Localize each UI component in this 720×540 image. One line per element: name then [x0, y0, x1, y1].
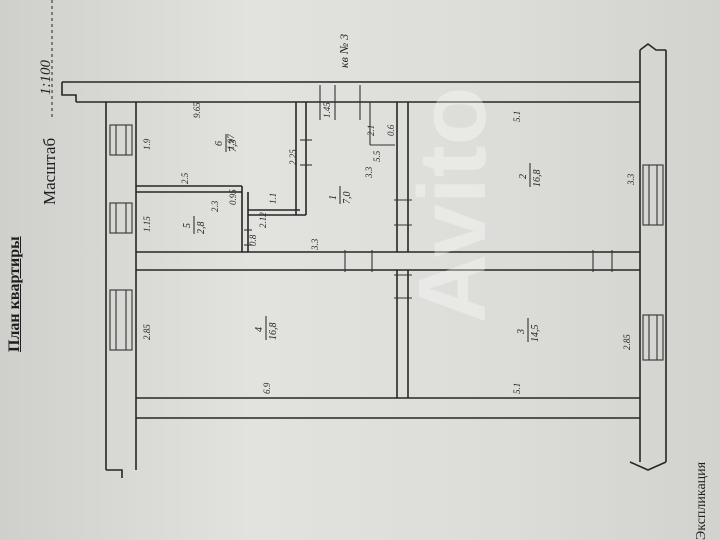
room-1-label: 1 7,0 — [328, 186, 353, 204]
dim-label: 2.85 — [142, 324, 152, 340]
dim-label: 2.5 — [180, 172, 190, 184]
room-6-label: 6 7,3 — [214, 134, 239, 152]
dim-label: 5.1 — [512, 383, 522, 394]
room-number: 6 — [214, 141, 225, 146]
room-area: 14,5 — [530, 325, 541, 343]
door-openings — [244, 85, 613, 299]
room-5-label: 5 2,8 — [182, 216, 207, 234]
room-number: 3 — [516, 329, 527, 335]
dim-label: 6.9 — [262, 382, 272, 394]
dim-label: 2.1 — [366, 125, 376, 136]
room-number: 1 — [328, 195, 339, 200]
dim-label: 2.85 — [622, 334, 632, 350]
room-3-label: 3 14,5 — [516, 318, 541, 342]
room-area: 16,8 — [268, 323, 279, 341]
apartment-label: кв № 3 — [337, 34, 351, 68]
dim-label: 2.25 — [288, 149, 298, 165]
dim-label: 3.3 — [364, 166, 374, 179]
dim-label: 1.9 — [142, 138, 152, 150]
windows — [109, 124, 664, 361]
interior-walls — [136, 102, 640, 398]
dim-label: 5.5 — [372, 150, 382, 162]
dim-label: 2.12 — [258, 212, 268, 228]
dim-label: 1.15 — [142, 216, 152, 232]
room-area: 16,8 — [532, 170, 543, 188]
room-number: 2 — [518, 174, 529, 179]
dim-label: 5.1 — [512, 111, 522, 122]
dim-label: 1.1 — [268, 193, 278, 204]
dim-label: 1.45 — [322, 102, 332, 118]
room-area: 7,3 — [228, 140, 239, 153]
dim-label: 2.3 — [210, 200, 220, 212]
room-4-label: 4 16,8 — [254, 316, 279, 340]
dim-label: 0.8 — [248, 234, 258, 246]
outer-walls — [61, 43, 667, 478]
room-number: 4 — [254, 327, 265, 332]
dim-label: 0.6 — [386, 124, 396, 136]
dim-label: 9.65 — [192, 102, 202, 118]
dim-label: 3.3 — [626, 173, 636, 186]
dim-label: 1.97 — [226, 134, 236, 150]
room-2-label: 2 16,8 — [518, 163, 543, 187]
dim-label: 0.95 — [228, 189, 238, 205]
room-area: 7,0 — [342, 192, 353, 205]
dim-label: 3.3 — [310, 238, 320, 251]
room-area: 2,8 — [196, 222, 207, 235]
room-number: 5 — [182, 223, 193, 228]
